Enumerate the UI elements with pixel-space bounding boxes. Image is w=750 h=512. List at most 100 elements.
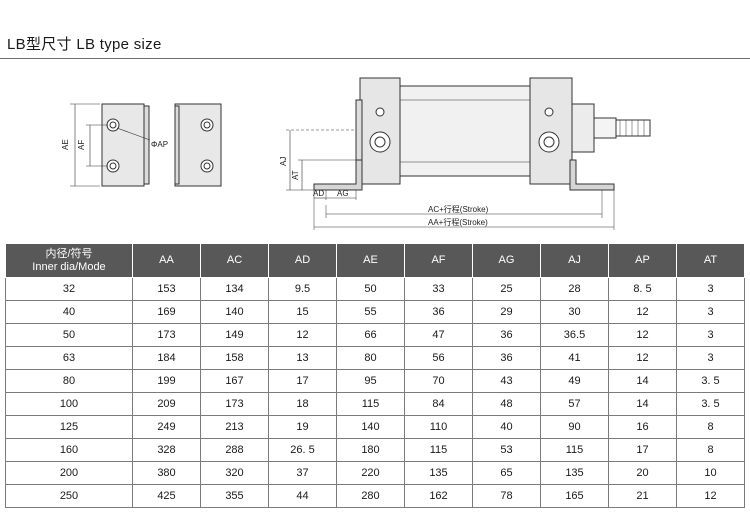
cell-ap: 8. 5 (608, 277, 677, 301)
cell-aj: 36.5 (540, 323, 609, 347)
cell-ad: 19 (268, 415, 337, 439)
label-at: AT (291, 170, 300, 180)
cell-at: 3 (676, 300, 745, 324)
cell-af: 36 (404, 300, 473, 324)
cell-ag: 40 (472, 415, 541, 439)
cell-ac: 320 (200, 461, 269, 485)
mount-hole-upper-right (200, 118, 214, 132)
cell-at: 8 (676, 415, 745, 439)
cell-aj: 49 (540, 369, 609, 393)
cell-ac: 173 (200, 392, 269, 416)
cell-ap: 14 (608, 369, 677, 393)
label-ad: AD (313, 189, 324, 198)
cell-aj: 115 (540, 438, 609, 462)
cell-ap: 14 (608, 392, 677, 416)
cell-aj: 41 (540, 346, 609, 370)
header-inner-dia-cn: 内径/符号 (45, 247, 93, 260)
cell-ae: 180 (336, 438, 405, 462)
cell-aa: 380 (132, 461, 201, 485)
title-divider (0, 58, 750, 59)
cell-ad: 13 (268, 346, 337, 370)
rod-thread (615, 119, 651, 137)
cell-ap: 20 (608, 461, 677, 485)
cell-at: 12 (676, 484, 745, 508)
cell-ae: 55 (336, 300, 405, 324)
cell-ae: 115 (336, 392, 405, 416)
foot-bracket-rear (313, 159, 363, 191)
cell-at: 3 (676, 277, 745, 301)
cell-ae: 220 (336, 461, 405, 485)
cell-aj: 28 (540, 277, 609, 301)
header-ap: AP (608, 243, 677, 278)
cell-af: 110 (404, 415, 473, 439)
header-ad: AD (268, 243, 337, 278)
cell-ad: 12 (268, 323, 337, 347)
cell-bore: 80 (5, 369, 133, 393)
cell-aa: 153 (132, 277, 201, 301)
label-ag: AG (337, 189, 349, 198)
cell-ag: 65 (472, 461, 541, 485)
cell-ad: 26. 5 (268, 438, 337, 462)
cell-bore: 160 (5, 438, 133, 462)
cell-aj: 135 (540, 461, 609, 485)
cell-bore: 63 (5, 346, 133, 370)
cell-aj: 57 (540, 392, 609, 416)
cell-ac: 134 (200, 277, 269, 301)
cell-ap: 12 (608, 346, 677, 370)
label-ac-stroke: AC+行程(Stroke) (428, 204, 489, 214)
cell-ag: 43 (472, 369, 541, 393)
cell-bore: 50 (5, 323, 133, 347)
cell-bore: 200 (5, 461, 133, 485)
cell-aa: 173 (132, 323, 201, 347)
cylinder-barrel (399, 85, 531, 177)
cell-ag: 29 (472, 300, 541, 324)
cell-ag: 36 (472, 346, 541, 370)
end-cap-front (529, 77, 573, 185)
cell-bore: 100 (5, 392, 133, 416)
cell-ag: 25 (472, 277, 541, 301)
cell-ac: 355 (200, 484, 269, 508)
port-front (538, 131, 560, 153)
header-aj: AJ (540, 243, 609, 278)
cell-aa: 169 (132, 300, 201, 324)
mount-hole-upper-left (106, 118, 120, 132)
header-af: AF (404, 243, 473, 278)
cell-at: 3. 5 (676, 369, 745, 393)
cell-at: 10 (676, 461, 745, 485)
label-aj: AJ (279, 157, 288, 166)
cell-ae: 80 (336, 346, 405, 370)
cell-af: 47 (404, 323, 473, 347)
cell-bore: 40 (5, 300, 133, 324)
cell-ap: 12 (608, 300, 677, 324)
cell-at: 3. 5 (676, 392, 745, 416)
cell-ag: 36 (472, 323, 541, 347)
cell-ag: 48 (472, 392, 541, 416)
label-aa-stroke: AA+行程(Stroke) (428, 217, 488, 227)
flange-plate-left-edge (143, 105, 150, 185)
header-aa: AA (132, 243, 201, 278)
flange-plate-right (174, 103, 222, 187)
cell-aa: 249 (132, 415, 201, 439)
label-af: AF (77, 140, 86, 150)
cell-ac: 288 (200, 438, 269, 462)
cell-ae: 140 (336, 415, 405, 439)
cell-ac: 140 (200, 300, 269, 324)
cell-at: 3 (676, 346, 745, 370)
cell-ae: 280 (336, 484, 405, 508)
cell-aa: 328 (132, 438, 201, 462)
cell-ad: 15 (268, 300, 337, 324)
label-ap: ΦAP (151, 140, 168, 149)
foot-bracket-front (569, 159, 615, 191)
cell-af: 70 (404, 369, 473, 393)
